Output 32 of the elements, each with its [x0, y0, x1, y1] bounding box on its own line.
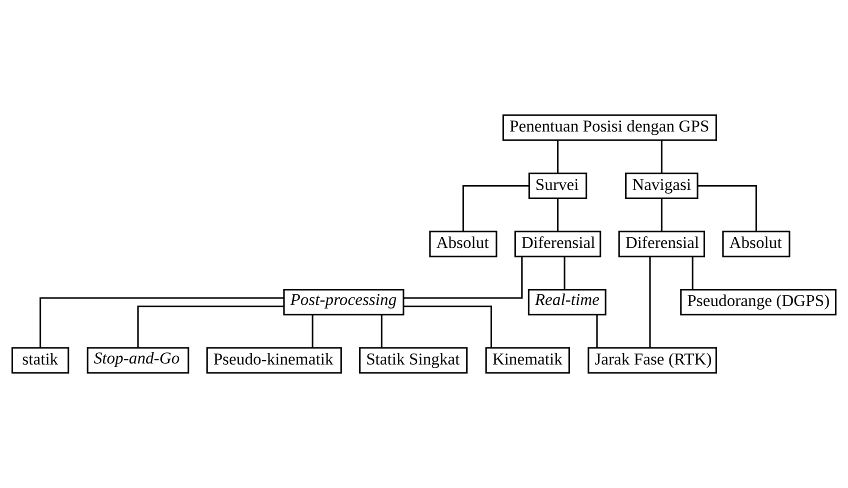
node-box: Diferensial [618, 230, 706, 258]
connector [380, 314, 382, 348]
node-box: statik [12, 347, 70, 374]
connector [596, 314, 598, 348]
connector [564, 256, 566, 290]
node-box: Penentuan Posisi dengan GPS [502, 114, 718, 141]
node-box: Navigasi [625, 172, 698, 200]
node-box: Statik Singkat [359, 347, 468, 374]
node-box: Jarak Fase (RTK) [588, 347, 718, 374]
node-box: Post-processing [283, 288, 404, 316]
connector [557, 140, 559, 174]
node-box: Absolut [722, 230, 790, 258]
connector [40, 297, 284, 348]
connector [557, 198, 559, 232]
connector [462, 185, 529, 232]
node-box: Real-time [528, 288, 606, 316]
connector [660, 140, 662, 174]
connector [660, 198, 662, 232]
node-box: Pseudorange (DGPS) [680, 288, 836, 316]
connector [312, 314, 314, 348]
connector [698, 185, 758, 232]
connector [404, 256, 523, 299]
node-box: Stop-and-Go [86, 347, 190, 374]
node-box: Pseudo-kinematik [206, 347, 342, 374]
connector [137, 306, 284, 348]
connector [692, 256, 694, 290]
connector [649, 256, 651, 348]
node-box: Diferensial [514, 230, 602, 258]
node-box: Survei [528, 172, 588, 200]
node-box: Kinematik [485, 347, 570, 374]
connector [404, 306, 492, 348]
node-box: Absolut [429, 230, 498, 258]
